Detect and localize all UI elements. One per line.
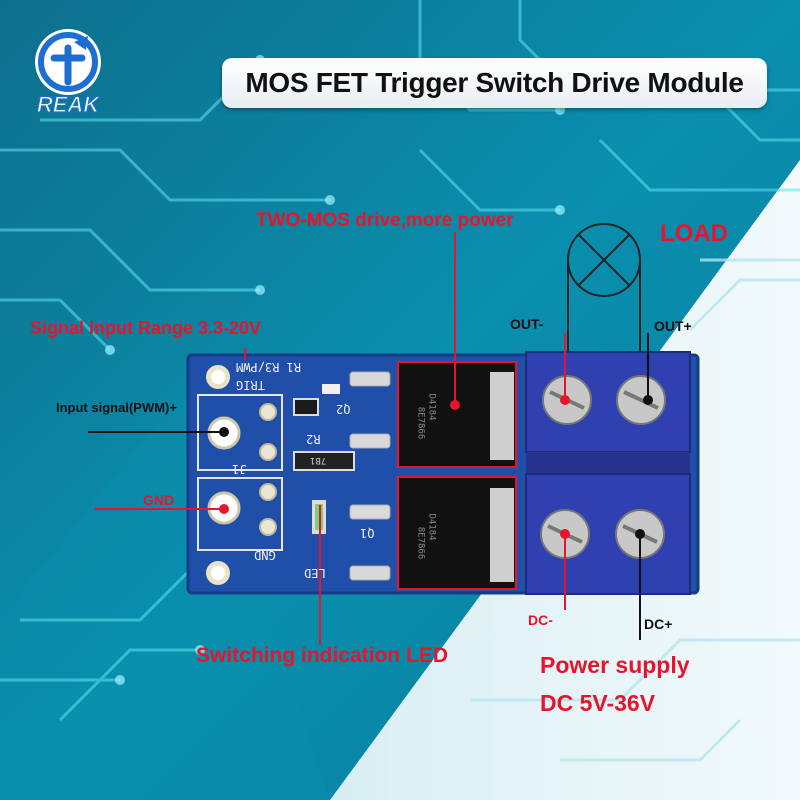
mosfet-top-code: D4184 (426, 393, 437, 421)
pcb-label-r1r3pwm: R1 R3/PWM (236, 360, 302, 374)
logo-text: REAK (37, 92, 101, 116)
pcb-label-j1: J1 (232, 462, 247, 476)
label-gnd: GND (143, 492, 175, 508)
label-power-supply: Power supply (540, 652, 690, 678)
label-input-signal: Input signal(PWM)+ (56, 400, 177, 415)
label-power-range: DC 5V-36V (540, 690, 656, 716)
pcb-label-q2: Q2 (336, 402, 351, 416)
mosfet-bottom-lot: 8E7866 (415, 526, 426, 560)
pcb-label-gnd: GND (254, 548, 276, 562)
pcb-label-trig: TRIG (236, 378, 265, 392)
label-dc-minus: DC- (528, 612, 553, 628)
brand-logo: REAK (14, 24, 124, 118)
label-switching-led: Switching indication LED (196, 644, 448, 667)
page-title: MOS FET Trigger Switch Drive Module (245, 67, 744, 98)
pcb-label-r2: R2 (306, 432, 321, 446)
pcb-label-led: LED (304, 566, 326, 580)
mosfet-bottom-code: D4184 (426, 513, 437, 541)
title-banner: MOS FET Trigger Switch Drive Module (222, 58, 767, 108)
pcb-label-r1-chip: 7B1 (310, 455, 327, 465)
label-load: LOAD (660, 220, 728, 247)
label-two-mos: TWO-MOS drive,more power (256, 210, 514, 231)
label-signal-range: Signal Input Range 3.3-20V (30, 318, 262, 338)
label-out-plus: OUT+ (654, 318, 692, 334)
label-out-minus: OUT- (510, 316, 544, 332)
pcb-label-q1: Q1 (360, 526, 375, 540)
mosfet-top-lot: 8E7866 (415, 406, 426, 440)
label-dc-plus: DC+ (644, 616, 673, 632)
